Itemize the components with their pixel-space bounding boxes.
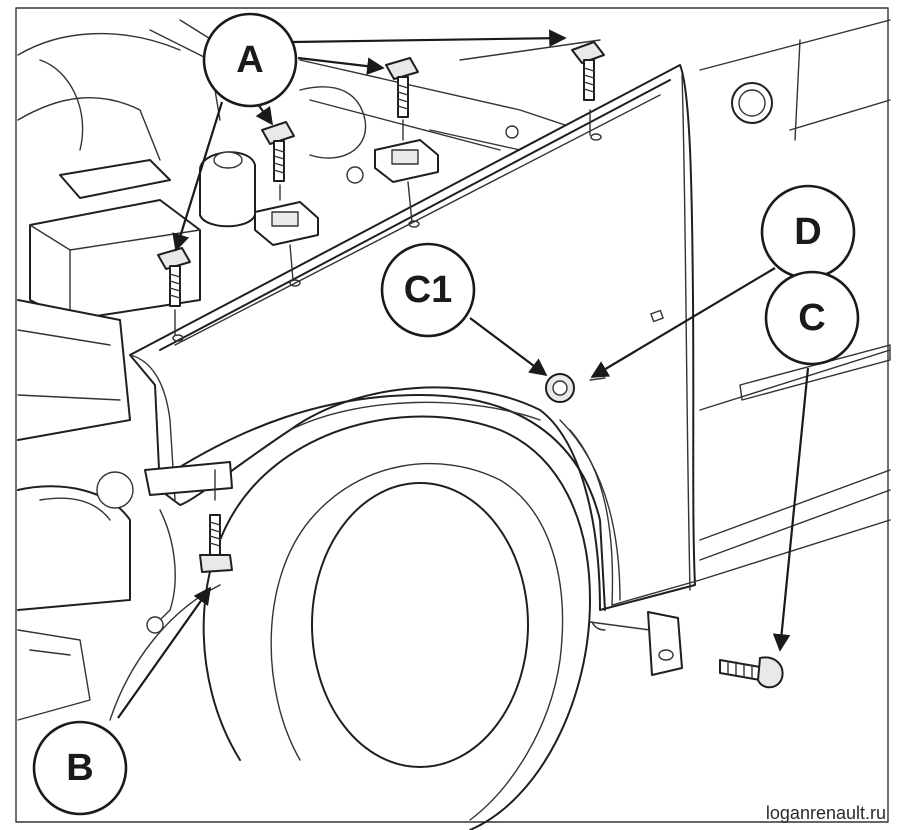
engine-bay [17,19,601,721]
top-bolt-2 [374,57,439,228]
leader-lines [117,29,810,719]
arch-nut [545,373,606,403]
callout-b: B [32,720,128,816]
callout-a-label: A [236,39,263,81]
diagram-frame [15,7,889,823]
callout-c1: C1 [380,242,476,338]
lower-rear-bolt [589,611,784,689]
callout-b-label: B [66,747,93,789]
lower-front-bolt [144,461,233,634]
callout-c: C [764,270,860,366]
callout-c-label: C [798,297,825,339]
wheel [109,415,621,830]
callout-c1-label: C1 [404,269,453,311]
callout-d-label: D [794,211,821,253]
top-bolt-rear [571,41,605,141]
callout-a: A [202,12,298,108]
top-bolt-3 [254,121,319,287]
front-fender [129,64,696,611]
callout-d: D [760,184,856,280]
watermark: loganrenault.ru [765,803,886,823]
